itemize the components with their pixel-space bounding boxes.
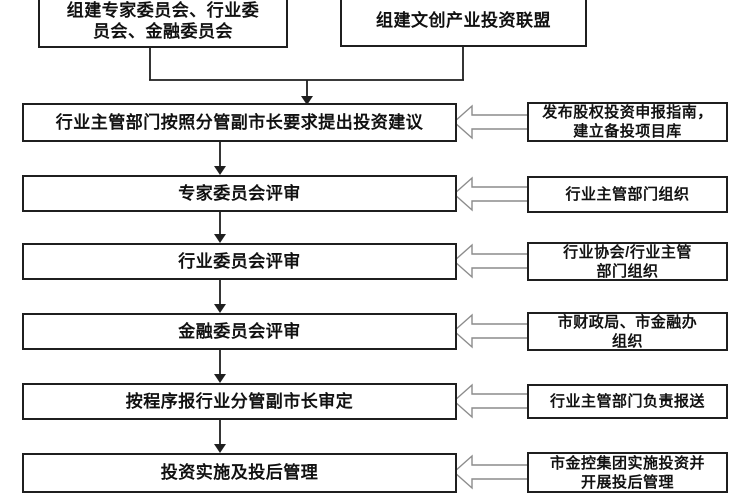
note-left-block-arrow-5: [452, 383, 530, 419]
note-box-1: 发布股权投资申报指南， 建立备投项目库: [527, 102, 728, 142]
note-left-block-arrow-1: [452, 104, 530, 140]
down-arrow-3: [214, 280, 226, 313]
down-arrowhead-icon: [301, 96, 313, 105]
flow-step-label: 金融委员会评审: [178, 321, 301, 341]
flow-step-label: 专家委员会评审: [178, 183, 301, 203]
flow-step-label: 按程序报行业分管副市长审定: [125, 391, 354, 411]
note-line: 市金控集团实施投资并: [549, 454, 705, 472]
note-left-block-arrow-3: [452, 243, 530, 279]
note-box-6: 市金控集团实施投资并 开展投后管理: [527, 452, 728, 493]
down-arrow-2: [214, 212, 226, 243]
top-box-committees-line: 员会、金融委员会: [93, 21, 233, 41]
note-box-5: 行业主管部门负责报送: [527, 384, 728, 419]
note-line: 行业主管部门组织: [565, 186, 690, 203]
merge-connector: [149, 47, 464, 105]
down-arrowhead-icon: [214, 166, 226, 175]
down-arrow-1: [214, 142, 226, 175]
top-box-alliance: 组建文创产业投资联盟: [340, 0, 587, 47]
note-line: 市财政局、市金融办: [557, 313, 698, 331]
flow-step-box-1: 行业主管部门按照分管副市长要求提出投资建议: [22, 103, 457, 142]
note-line: 开展投后管理: [580, 473, 674, 491]
flow-step-box-4: 金融委员会评审: [22, 313, 457, 350]
flow-step-box-2: 专家委员会评审: [22, 175, 457, 212]
flow-step-label: 投资实施及投后管理: [160, 463, 319, 482]
top-box-alliance-line: 组建文创产业投资联盟: [376, 10, 551, 30]
note-box-2: 行业主管部门组织: [527, 176, 728, 213]
down-arrowhead-icon: [214, 234, 226, 243]
flow-step-label: 行业主管部门按照分管副市长要求提出投资建议: [55, 112, 424, 132]
note-left-block-arrow-4: [452, 313, 530, 349]
down-arrowhead-icon: [214, 444, 226, 453]
top-box-committees-line: 组建专家委员会、行业委: [66, 0, 260, 20]
flow-step-box-5: 按程序报行业分管副市长审定: [22, 383, 457, 420]
note-box-3: 行业协会/行业主管 部门组织: [527, 242, 728, 281]
flow-step-label: 行业委员会评审: [178, 251, 301, 271]
note-line: 建立备投项目库: [573, 123, 682, 140]
down-arrowhead-icon: [214, 374, 226, 383]
note-line: 发布股权投资申报指南，: [542, 104, 713, 121]
flow-step-box-3: 行业委员会评审: [22, 243, 457, 280]
note-left-block-arrow-2: [452, 176, 530, 212]
note-line: 行业协会/行业主管: [563, 243, 692, 261]
note-box-4: 市财政局、市金融办 组织: [527, 312, 728, 351]
note-line: 行业主管部门负责报送: [549, 393, 705, 410]
down-arrowhead-icon: [214, 304, 226, 313]
note-line: 部门组织: [596, 262, 659, 280]
flow-step-box-6: 投资实施及投后管理: [22, 453, 457, 493]
top-box-committees: 组建专家委员会、行业委 员会、金融委员会: [38, 0, 288, 48]
down-arrow-4: [214, 350, 226, 383]
down-arrow-5: [214, 420, 226, 453]
note-left-block-arrow-6: [452, 454, 530, 490]
note-line: 组织: [611, 332, 643, 350]
